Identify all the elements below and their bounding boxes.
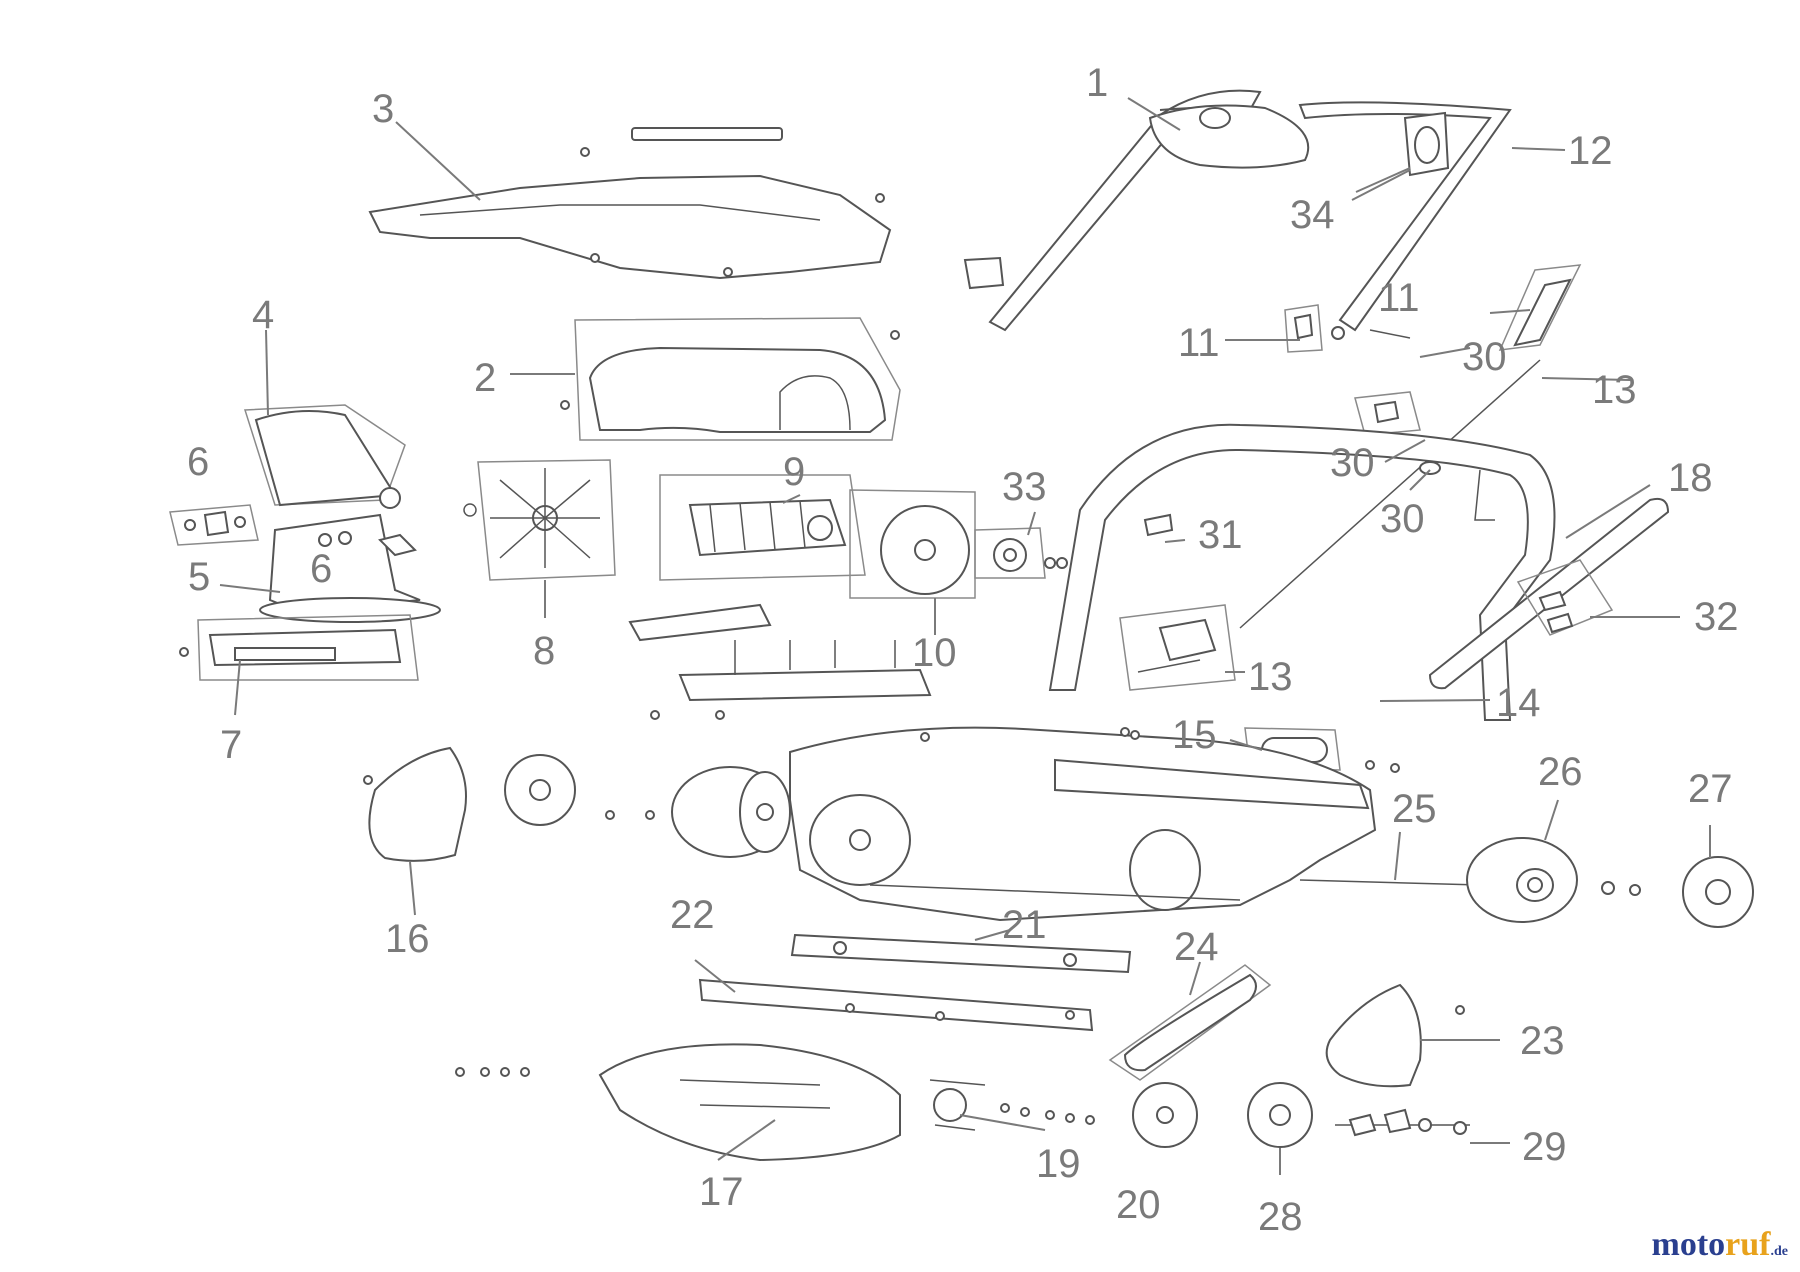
part-motor-mount	[628, 603, 932, 702]
watermark-part2: ruf	[1725, 1226, 1771, 1263]
callout-30a: 30	[1462, 335, 1507, 379]
part-17-deck	[598, 1043, 901, 1162]
callout-28: 28	[1258, 1195, 1303, 1239]
part-9-motor	[659, 474, 866, 581]
part-housing	[789, 726, 1377, 922]
watermark-logo: motoruf.de	[1652, 1226, 1788, 1264]
callout-30c: 30	[1380, 497, 1425, 541]
callout-26: 26	[1538, 750, 1583, 794]
callout-6b: 6	[310, 547, 332, 591]
part-1-control-box	[1148, 104, 1310, 169]
part-18-grip	[1428, 497, 1670, 690]
callout-21: 21	[1002, 903, 1047, 947]
part-roller-left	[671, 766, 791, 858]
callout-14: 14	[1496, 681, 1541, 725]
part-24-belt	[1108, 964, 1272, 1081]
part-21-bar	[790, 933, 1132, 974]
part-16-side-cover	[368, 746, 467, 862]
part-32-fasteners	[1516, 559, 1614, 636]
callout-10: 10	[912, 631, 957, 675]
callout-6a: 6	[187, 440, 209, 484]
part-20-wheel	[1132, 1082, 1198, 1148]
part-29-washers	[1335, 1108, 1470, 1137]
callout-11a: 11	[1178, 321, 1220, 365]
part-8-impeller	[463, 459, 616, 581]
callout-25: 25	[1392, 787, 1437, 831]
part-6-bracket	[169, 504, 259, 546]
part-13-cable	[1239, 264, 1582, 629]
callout-5: 5	[188, 555, 210, 599]
part-25-axle	[1299, 879, 1481, 886]
part-4-flap	[243, 404, 406, 509]
part-2-belt-cover	[574, 317, 901, 441]
part-5-chute	[259, 513, 441, 623]
callout-12: 12	[1568, 129, 1613, 173]
callout-24: 24	[1174, 925, 1219, 969]
part-26-wheel	[1466, 837, 1578, 923]
part-34-switch	[1403, 111, 1450, 177]
part-22-strip	[698, 978, 1094, 1032]
callout-30b: 30	[1330, 441, 1375, 485]
callout-13a: 13	[1592, 368, 1637, 412]
callout-18: 18	[1668, 456, 1713, 500]
part-3-top-cover	[368, 127, 892, 280]
callout-33: 33	[1002, 465, 1047, 509]
leader-lines	[219, 97, 1711, 1175]
part-wheel-hub-left	[504, 754, 576, 826]
callout-20: 20	[1116, 1183, 1161, 1227]
callout-17: 17	[699, 1170, 744, 1214]
callout-34: 34	[1290, 193, 1335, 237]
part-23-side-cover	[1325, 983, 1422, 1088]
part-13-relay-box	[1119, 604, 1236, 691]
callout-11b: 11	[1378, 276, 1420, 320]
hardware-screws	[179, 147, 1465, 1125]
callout-3: 3	[372, 87, 394, 131]
part-27-hubcap	[1601, 856, 1754, 928]
callout-31: 31	[1198, 513, 1243, 557]
part-19-blade-holder	[929, 1079, 986, 1131]
callout-22: 22	[670, 893, 715, 937]
callout-2: 2	[474, 356, 496, 400]
part-28-hubcap	[1247, 1082, 1313, 1148]
part-10-pulley	[849, 489, 976, 599]
callout-7: 7	[220, 723, 242, 767]
part-31-clip	[1143, 513, 1174, 537]
watermark-part3: .de	[1770, 1244, 1789, 1259]
part-11-clamps	[963, 256, 1411, 353]
callout-labels: 1 2 3 4 5 6 6 7 8 9 10 11 11 12 13 13 14…	[187, 61, 1739, 1239]
callout-13b: 13	[1248, 655, 1293, 699]
callout-23: 23	[1520, 1019, 1565, 1063]
callout-1: 1	[1086, 61, 1108, 105]
callout-29: 29	[1522, 1125, 1567, 1169]
part-33-bearing	[974, 527, 1068, 579]
callout-27: 27	[1688, 767, 1733, 811]
watermark-part1: moto	[1651, 1226, 1726, 1263]
callout-19: 19	[1036, 1142, 1081, 1186]
part-7-chute-base	[197, 614, 419, 681]
callout-9: 9	[783, 450, 805, 494]
callout-8: 8	[533, 629, 555, 673]
callout-4: 4	[252, 293, 274, 337]
callout-32: 32	[1694, 595, 1739, 639]
callout-15: 15	[1172, 713, 1217, 757]
callout-16: 16	[385, 917, 430, 961]
